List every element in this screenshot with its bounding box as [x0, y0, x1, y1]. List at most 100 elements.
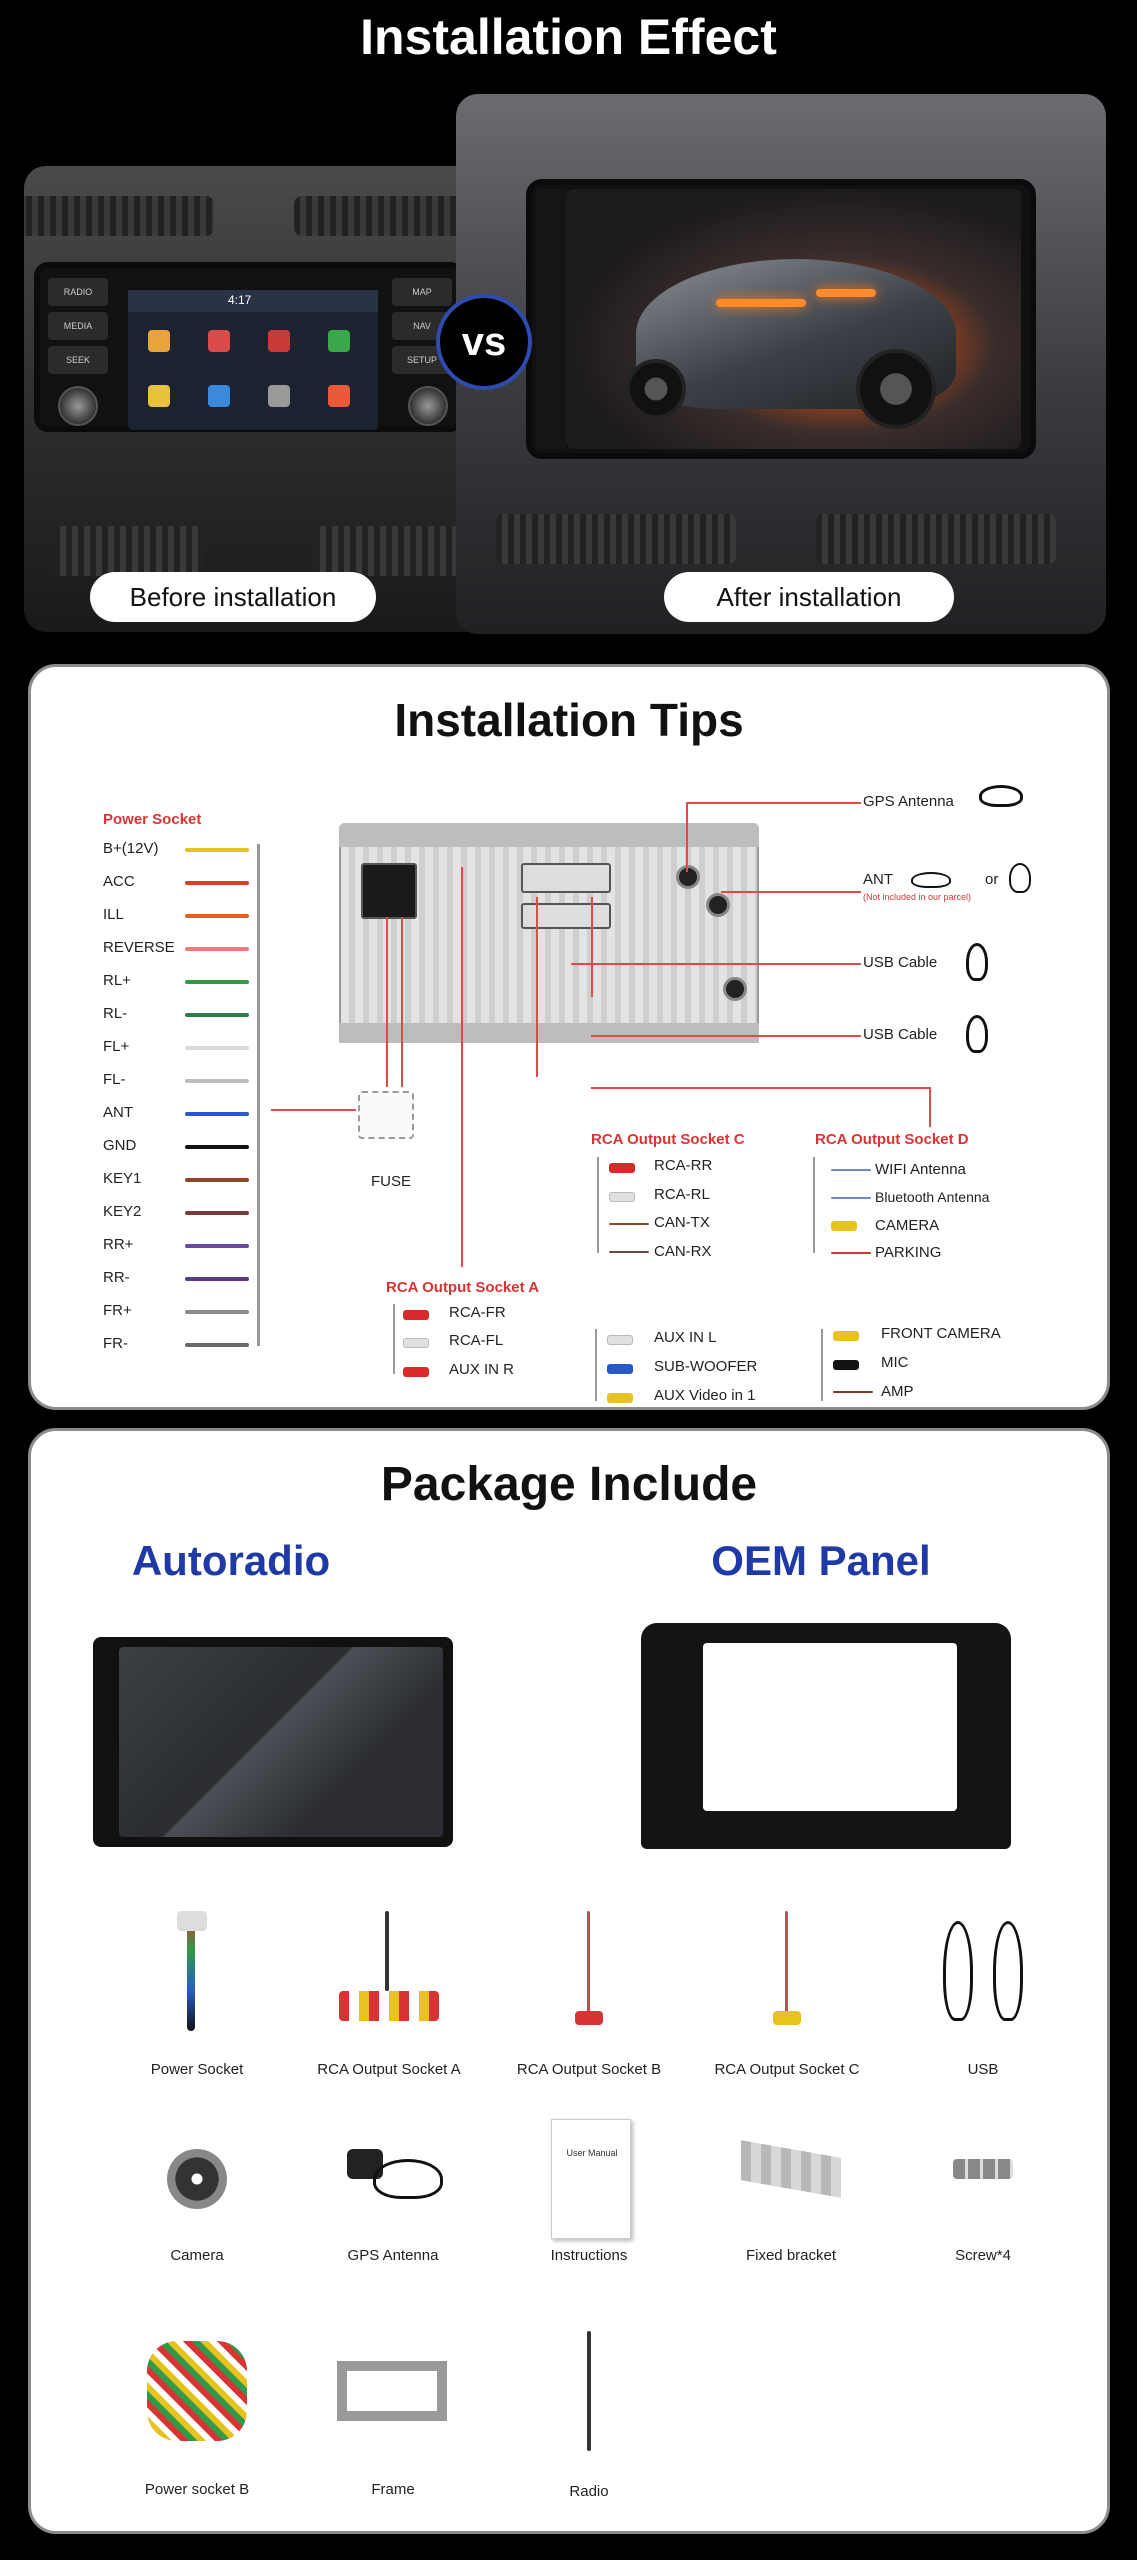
package-item: User Manual Instructions — [489, 2119, 689, 2264]
power-wire — [185, 1046, 249, 1050]
usb-port — [723, 977, 747, 1001]
power-wire — [185, 1211, 249, 1215]
after-installation-photo — [456, 94, 1106, 634]
power-wire — [185, 1244, 249, 1248]
rca-socket-a-caption: RCA Output Socket A — [317, 2061, 461, 2078]
package-item: USB — [883, 1911, 1083, 2078]
mic-plug — [833, 1360, 859, 1370]
guide-line — [386, 917, 388, 1087]
guide-line — [591, 1087, 931, 1089]
head-unit-rear-top — [339, 823, 759, 847]
usb-image — [923, 1911, 1043, 2041]
usb-cable-icon — [966, 943, 988, 981]
power-wire-label: RL+ — [103, 972, 131, 989]
package-include-title: Package Include — [380, 1458, 758, 1511]
tune-knob — [408, 386, 448, 426]
instructions-caption: Instructions — [550, 2247, 628, 2264]
aux-in-r-label: AUX IN R — [449, 1361, 515, 1378]
rca-socket-b-image — [529, 1911, 649, 2041]
sub-woofer-label: SUB-WOOFER — [654, 1358, 758, 1375]
stock-screen-tabs: 4:17 — [128, 290, 378, 312]
fuse-label: FUSE — [371, 1173, 412, 1190]
rca-rr-label: RCA-RR — [654, 1157, 713, 1174]
car-wheel — [856, 349, 936, 429]
android-screen — [566, 189, 1021, 449]
power-socket-image — [137, 1911, 257, 2041]
package-item: RCA Output Socket B — [489, 1911, 689, 2078]
package-item: Power socket B — [97, 2331, 297, 2498]
rca-socket-c-caption: RCA Output Socket C — [714, 2061, 860, 2078]
power-wire-label: REVERSE — [103, 939, 175, 956]
kia-service-tile — [268, 330, 290, 352]
rca-socket-a-image — [329, 1911, 449, 2041]
rca-socket-a-label: RCA Output Socket A — [386, 1279, 540, 1296]
package-item: Radio — [489, 2331, 689, 2500]
guide-line — [461, 867, 463, 1267]
gps-antenna-label: GPS Antenna — [863, 793, 954, 810]
front-camera-label: FRONT CAMERA — [881, 1325, 1001, 1342]
camera-bracket — [821, 1329, 823, 1401]
radio-cable-image — [529, 2331, 649, 2461]
lower-vent — [54, 526, 204, 576]
power-wire — [185, 980, 249, 984]
package-item: Screw*4 — [883, 2129, 1083, 2264]
rca-rr-plug — [609, 1163, 635, 1173]
power-wire — [185, 848, 249, 852]
load-tour-tile — [268, 385, 290, 407]
usb-cable-icon — [966, 1015, 988, 1053]
frame-image — [333, 2361, 453, 2491]
power-wire — [185, 881, 249, 885]
frame-caption: Frame — [371, 2481, 415, 2498]
poi-tile — [208, 330, 230, 352]
parking-label: PARKING — [875, 1244, 942, 1261]
air-vent — [24, 196, 214, 236]
power-wire-label: FR- — [103, 1335, 128, 1352]
usb-cable-1-label: USB Cable — [863, 954, 938, 971]
rca-rl-label: RCA-RL — [654, 1186, 710, 1203]
guide-line — [571, 963, 861, 965]
rca-socket-d-label: RCA Output Socket D — [815, 1131, 969, 1148]
power-wire-label: RR+ — [103, 1236, 134, 1253]
bluetooth-wire — [831, 1197, 871, 1199]
oem-panel-heading: OEM Panel — [711, 1537, 931, 1584]
can-rx-label: CAN-RX — [654, 1243, 712, 1260]
oem-panel-image — [641, 1623, 1011, 1849]
usb-caption: USB — [967, 2061, 999, 2078]
rca-a-bracket — [393, 1304, 395, 1374]
after-installation-label: After installation — [664, 572, 954, 622]
power-wire-label: RR- — [103, 1269, 130, 1286]
vs-badge: vs — [436, 294, 532, 390]
before-installation-label: Before installation — [90, 572, 376, 622]
aux-video-plug — [607, 1393, 633, 1403]
address-book-tile — [208, 385, 230, 407]
my-poi-tile — [328, 385, 350, 407]
lower-vent — [816, 514, 1056, 564]
power-wire — [185, 1310, 249, 1314]
side-control-bar — [536, 189, 566, 449]
power-wire — [185, 1013, 249, 1017]
power-socket-b-image — [137, 2331, 257, 2461]
amp-label: AMP — [881, 1383, 914, 1400]
mic-label: MIC — [881, 1354, 909, 1371]
stock-head-unit: RADIO MEDIA SEEK 4:17 MAP NAV SETUP — [34, 262, 464, 432]
camera-image — [137, 2129, 257, 2259]
gps-antenna-image — [333, 2129, 453, 2259]
package-item: GPS Antenna — [293, 2129, 493, 2264]
ant-or-label: or — [985, 871, 999, 888]
screws-image — [923, 2129, 1043, 2259]
stock-clock: 4:17 — [228, 293, 252, 307]
power-wire-label: KEY1 — [103, 1170, 142, 1187]
car-headlight — [816, 289, 876, 297]
power-wire-label: GND — [103, 1137, 137, 1154]
package-include-card: Package Include Autoradio OEM Panel Powe… — [28, 1428, 1110, 2534]
rca-fl-label: RCA-FL — [449, 1332, 504, 1349]
fuse-box — [358, 1091, 414, 1139]
head-unit-rear — [339, 823, 759, 1043]
package-item: Power Socket — [97, 1911, 297, 2078]
rca-fr-plug — [403, 1310, 429, 1320]
parking-wire — [831, 1252, 871, 1254]
user-manual-title: User Manual — [566, 2148, 618, 2158]
rca-c-bracket — [597, 1157, 599, 1253]
guide-line — [686, 802, 688, 872]
installation-effect-title: Installation Effect — [360, 9, 777, 65]
